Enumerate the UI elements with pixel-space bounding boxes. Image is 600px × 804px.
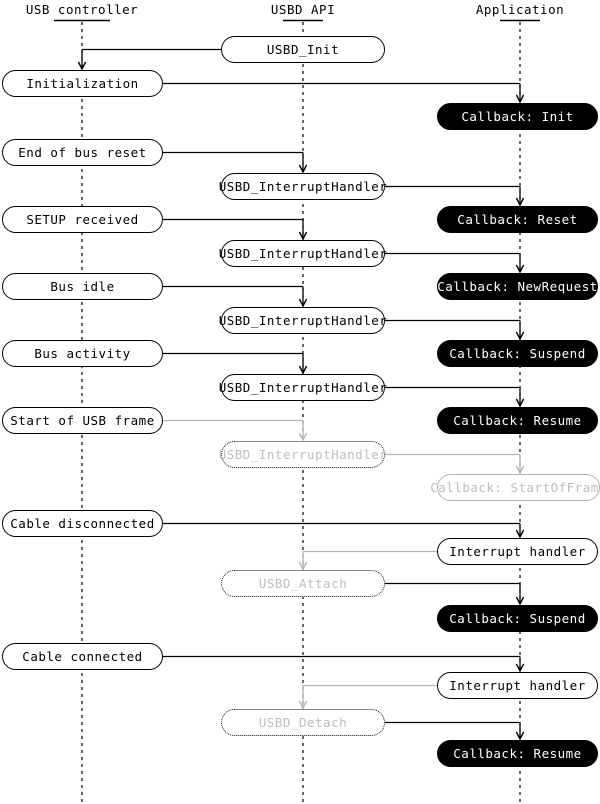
activation-box-n22[interactable]: Callback: Suspend [437,605,598,632]
activation-box-label: SETUP received [26,212,139,227]
activation-box-n21[interactable]: USBD_Attach [221,570,385,597]
arrowhead-icon [515,529,525,539]
activation-box-label: Callback: StartOfFrame [430,480,600,495]
activation-box-label: USBD_InterruptHandler [218,380,388,395]
arrowhead-icon [298,432,308,442]
arrowhead-icon [515,197,525,207]
activation-box-n06[interactable]: Callback: Reset [437,206,598,233]
message-n20-to-n21 [302,550,437,569]
arrowhead-icon [515,331,525,341]
activation-box-n18[interactable]: Callback: StartOfFrame [430,474,600,501]
arrowhead-icon [298,365,308,375]
lifeline-header-application: Application [475,2,565,17]
message-n23-to-n24 [163,655,521,671]
arrowhead-icon [298,700,308,710]
message-n19-to-n20 [163,522,521,537]
activation-box-n08[interactable]: USBD_InterruptHandler [218,240,388,267]
message-n04-to-n05 [163,151,304,172]
activation-box-n13[interactable]: Bus activity [2,340,163,367]
message-n07-to-n08 [163,218,304,239]
activation-box-label: Callback: Reset [457,212,578,227]
activation-box-label: Interrupt handler [449,678,586,693]
activation-box-n17[interactable]: USBD_InterruptHandler [218,441,388,468]
activation-box-n20[interactable]: Interrupt handler [437,538,598,565]
activation-box-n01[interactable]: USBD_Init [221,36,385,63]
arrowhead-icon [515,94,525,104]
activation-box-label: USBD_InterruptHandler [218,179,388,194]
activation-box-label: Bus idle [50,279,115,294]
activation-box-label: Interrupt handler [449,544,586,559]
arrowhead-icon [298,231,308,241]
activation-box-label: USBD_Init [266,42,340,57]
activation-box-n25[interactable]: USBD_Detach [221,709,385,736]
activation-box-label: USBD_InterruptHandler [218,246,388,261]
activation-box-label: USBD_InterruptHandler [218,447,388,462]
message-n11-to-n12 [385,319,521,339]
message-n21-to-n22 [385,582,521,604]
message-n10-to-n11 [163,285,304,306]
activation-box-label: Start of USB frame [10,413,155,428]
message-n05-to-n06 [385,185,521,205]
activation-box-n10[interactable]: Bus idle [2,273,163,300]
activation-box-n04[interactable]: End of bus reset [2,139,163,166]
message-n01-to-n02 [81,48,221,69]
activation-box-n12[interactable]: Callback: Suspend [437,340,598,367]
arrowhead-icon [515,465,525,475]
message-n13-to-n14 [163,352,304,373]
arrowhead-icon [77,61,87,71]
activation-box-label: Callback: Resume [453,413,582,428]
activation-box-label: USBD_InterruptHandler [218,313,388,328]
activation-box-label: Callback: Suspend [449,611,586,626]
arrowhead-icon [298,164,308,174]
activation-box-n05[interactable]: USBD_InterruptHandler [218,173,388,200]
activation-box-n14[interactable]: USBD_InterruptHandler [218,374,388,401]
arrowhead-icon [515,596,525,606]
arrowhead-icon [515,264,525,274]
activation-box-n24[interactable]: Interrupt handler [437,672,598,699]
arrowhead-icon [515,663,525,673]
activation-box-n07[interactable]: SETUP received [2,206,163,233]
activation-box-label: Callback: Init [461,109,574,124]
message-n25-to-n26 [385,721,521,739]
activation-box-n09[interactable]: Callback: NewRequest [437,273,598,300]
activation-box-label: Cable disconnected [10,516,155,531]
activation-box-label: Initialization [26,76,139,91]
activation-box-label: USBD_Attach [258,576,348,591]
activation-box-n23[interactable]: Cable connected [2,643,163,670]
activation-box-label: Callback: Suspend [449,346,586,361]
activation-box-label: Cable connected [22,649,143,664]
activation-box-label: Bus activity [34,346,131,361]
message-n02-to-n03 [163,82,521,102]
message-n08-to-n09 [385,252,521,272]
activation-box-label: USBD_Detach [258,715,348,730]
activation-box-label: Callback: Resume [453,746,582,761]
arrowhead-icon [515,398,525,408]
arrowhead-icon [515,731,525,741]
lifeline-header-usbd: USBD API [270,2,336,17]
arrowhead-icon [298,561,308,571]
message-n16-to-n17 [163,419,304,440]
message-n24-to-n25 [302,684,437,708]
message-n17-to-n18 [385,453,521,473]
activation-box-n11[interactable]: USBD_InterruptHandler [218,307,388,334]
lifeline-header-controller: USB controller [25,2,139,17]
activation-box-n26[interactable]: Callback: Resume [437,740,598,767]
message-n14-to-n15 [385,386,521,406]
activation-box-label: Callback: NewRequest [437,279,598,294]
activation-box-label: End of bus reset [18,145,147,160]
activation-box-n15[interactable]: Callback: Resume [437,407,598,434]
activation-box-n19[interactable]: Cable disconnected [2,510,163,537]
arrowhead-icon [298,298,308,308]
activation-box-n02[interactable]: Initialization [2,70,163,97]
activation-box-n03[interactable]: Callback: Init [437,103,598,130]
activation-box-n16[interactable]: Start of USB frame [2,407,163,434]
